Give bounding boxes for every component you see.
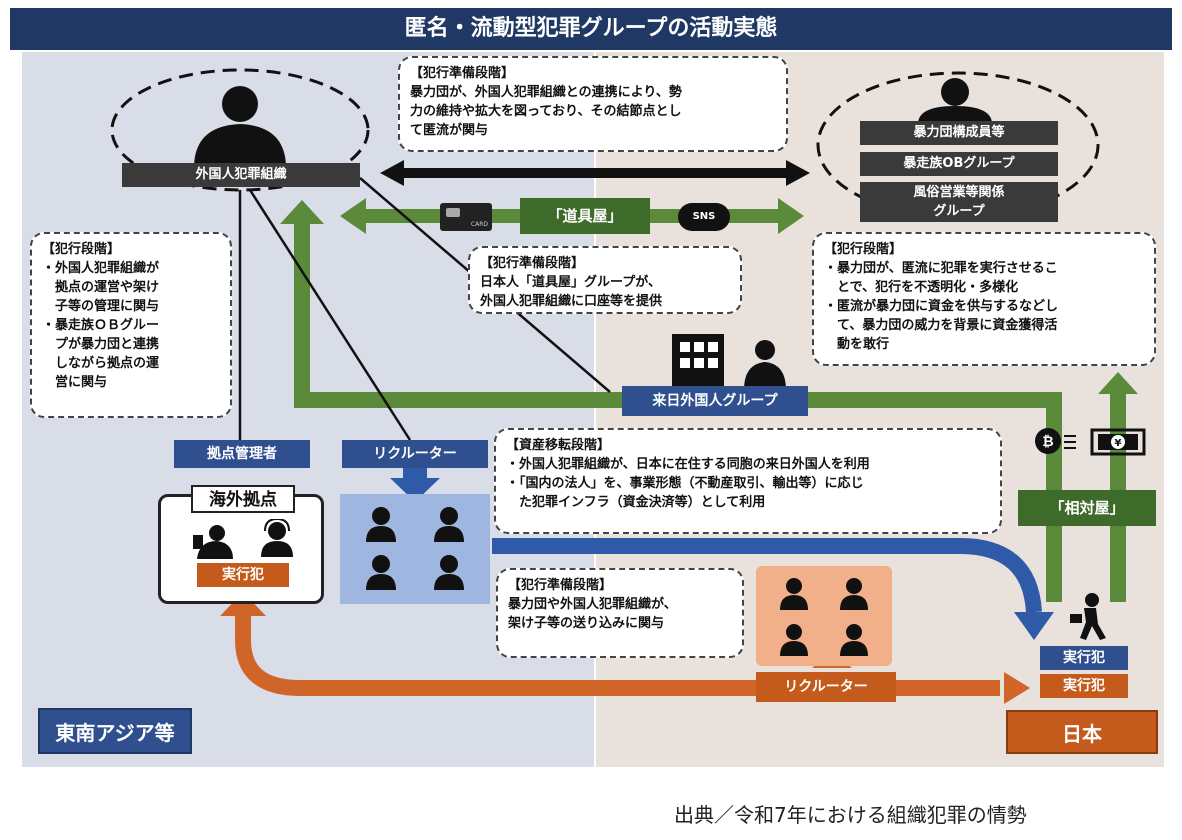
callout-prep-top-line: 暴力団が、外国人犯罪組織との連携により、勢 (410, 85, 682, 100)
callout-crime-right-line: とで、犯行を不透明化・多様化 (824, 280, 1019, 295)
callout-crime-right-line: ・匿流が暴力団に資金を供与するなどし (824, 299, 1059, 314)
svg-text:₿: ₿ (1042, 434, 1053, 450)
callout-prep-middle-line: 日本人「道具屋」グループが、 (480, 275, 661, 290)
bank-card-text: CARD (470, 221, 488, 228)
callout-crime-left-line: ・暴走族ＯＢグルー (42, 318, 160, 333)
recruiter-top-label: リクルーター (342, 440, 488, 468)
callout-prep-bottom: 【犯行準備段階】 暴力団や外国人犯罪組織が、 架け子等の送り込みに関与 (496, 568, 744, 658)
bosozoku-ob-label: 暴走族OBグループ (860, 152, 1058, 176)
page-title: 匿名・流動型犯罪グループの活動実態 (10, 8, 1172, 50)
callout-crime-left-line: 子等の管理に関与 (42, 299, 160, 314)
callout-crime-right: 【犯行段階】 ・暴力団が、匿流に犯罪を実行させるこ とで、犯行を不透明化・多様化… (812, 232, 1156, 366)
fuzoku-group-line-1: 風俗営業等関係 (913, 185, 1005, 200)
callout-prep-bottom-line: 架け子等の送り込みに関与 (508, 616, 665, 631)
foreign-org-ellipse (110, 68, 370, 192)
foreign-org-label: 外国人犯罪組織 (122, 163, 360, 187)
fuzoku-group-line-2: グループ (933, 204, 985, 219)
callout-crime-left-line: プが暴力団と連携 (42, 337, 160, 352)
svg-text:¥: ¥ (1115, 438, 1122, 449)
person-icon (434, 555, 464, 590)
person-icon (366, 555, 396, 590)
person-icon (434, 507, 464, 542)
headset-caller-icon (261, 519, 293, 557)
fuzoku-group-label: 風俗営業等関係 グループ (860, 182, 1058, 222)
callout-crime-right-line: ・暴力団が、匿流に犯罪を実行させるこ (824, 261, 1058, 276)
callout-prep-middle-line: 外国人犯罪組織に口座等を提供 (480, 294, 663, 309)
sotai-ya-label: 「相対屋」 (1018, 490, 1156, 526)
callout-prep-top-head: 【犯行準備段階】 (410, 66, 515, 81)
callout-prep-bottom-line: 暴力団や外国人犯罪組織が、 (508, 597, 677, 612)
rainichi-group-label: 来日外国人グループ (622, 386, 808, 416)
recruiter-blue-arrow (390, 460, 1054, 640)
japan-executor-label-2: 実行犯 (1040, 674, 1128, 698)
boss-silhouette-icon (194, 86, 286, 168)
region-label-japan: 日本 (1006, 710, 1158, 754)
callout-asset-transfer: 【資産移転段階】 ・外国人犯罪組織が、日本に在住する同胞の来日外国人を利用 ・「… (494, 428, 1002, 534)
callout-crime-left-line: ・外国人犯罪組織が (42, 261, 160, 276)
dougu-ya-label: 「道具屋」 (520, 198, 650, 234)
person-silhouette-icon (744, 340, 786, 390)
callout-prep-top: 【犯行準備段階】 暴力団が、外国人犯罪組織との連携により、勢 力の維持や拡大を図… (398, 56, 788, 152)
person-icon (780, 624, 808, 656)
callout-prep-top-line: 力の維持や拡大を図っており、その結節点とし (410, 104, 682, 119)
person-icon (366, 507, 396, 542)
base-manager-label: 拠点管理者 (174, 440, 310, 468)
sns-icon: SNS (678, 203, 730, 231)
overseas-base-box: 海外拠点 実行犯 (158, 485, 324, 604)
callout-prep-middle: 【犯行準備段階】 日本人「道具屋」グループが、 外国人犯罪組織に口座等を提供 (468, 246, 742, 314)
phone-caller-icon (193, 525, 233, 559)
callout-asset-line: ・外国人犯罪組織が、日本に在住する同胞の来日外国人を利用 (506, 457, 870, 472)
callout-asset-head: 【資産移転段階】 (506, 438, 611, 453)
callout-asset-line: ・「国内の法人」を、事業形態（不動産取引、輸出等）に応じ (506, 476, 864, 491)
person-icon (780, 578, 808, 610)
callout-crime-right-head: 【犯行段階】 (824, 242, 903, 257)
callout-crime-left-head: 【犯行段階】 (42, 242, 121, 257)
yen-cash-icon: ¥ (1090, 428, 1146, 456)
callout-prep-middle-head: 【犯行準備段階】 (480, 256, 585, 271)
callout-crime-left: 【犯行段階】 ・外国人犯罪組織が 拠点の運営や架け 子等の管理に関与 ・暴走族Ｏ… (30, 232, 232, 418)
callout-crime-left-line: 拠点の運営や架け (42, 280, 160, 295)
callout-asset-line: た犯罪インフラ（資金決済等）として利用 (506, 495, 766, 510)
japan-executor-label-1: 実行犯 (1040, 646, 1128, 670)
yakuza-member-label: 暴力団構成員等 (860, 121, 1058, 145)
callout-crime-left-line: しながら拠点の運 (42, 356, 160, 371)
callout-crime-left-line: 営に関与 (42, 375, 108, 390)
yakuza-silhouette-icon (918, 78, 992, 124)
overseas-base-title: 海外拠点 (191, 485, 295, 513)
building-icon (672, 334, 724, 388)
person-icon (840, 624, 868, 656)
bank-card-icon: CARD (440, 203, 492, 231)
callout-crime-right-line: て、暴力団の威力を背景に資金獲得活 (824, 318, 1058, 333)
person-icon (840, 578, 868, 610)
recruiter-bottom-label: リクルーター (756, 672, 896, 702)
yakuza-ellipse (816, 71, 1100, 219)
bitcoin-icon: ₿ (1035, 428, 1076, 454)
callout-crime-right-line: 動を敢行 (824, 337, 890, 352)
source-caption: 出典／令和7年における組織犯罪の情勢 (674, 803, 1027, 827)
region-label-southeast-asia: 東南アジア等 (38, 708, 192, 754)
yakuza-link-arrow (380, 160, 810, 186)
running-person-icon (1070, 593, 1106, 640)
callout-prep-top-line: て匿流が関与 (410, 123, 489, 138)
overseas-executor-label: 実行犯 (197, 563, 289, 587)
recruited-group-box (340, 494, 490, 604)
callout-prep-bottom-head: 【犯行準備段階】 (508, 578, 613, 593)
japan-recruited-group-box (756, 566, 892, 666)
